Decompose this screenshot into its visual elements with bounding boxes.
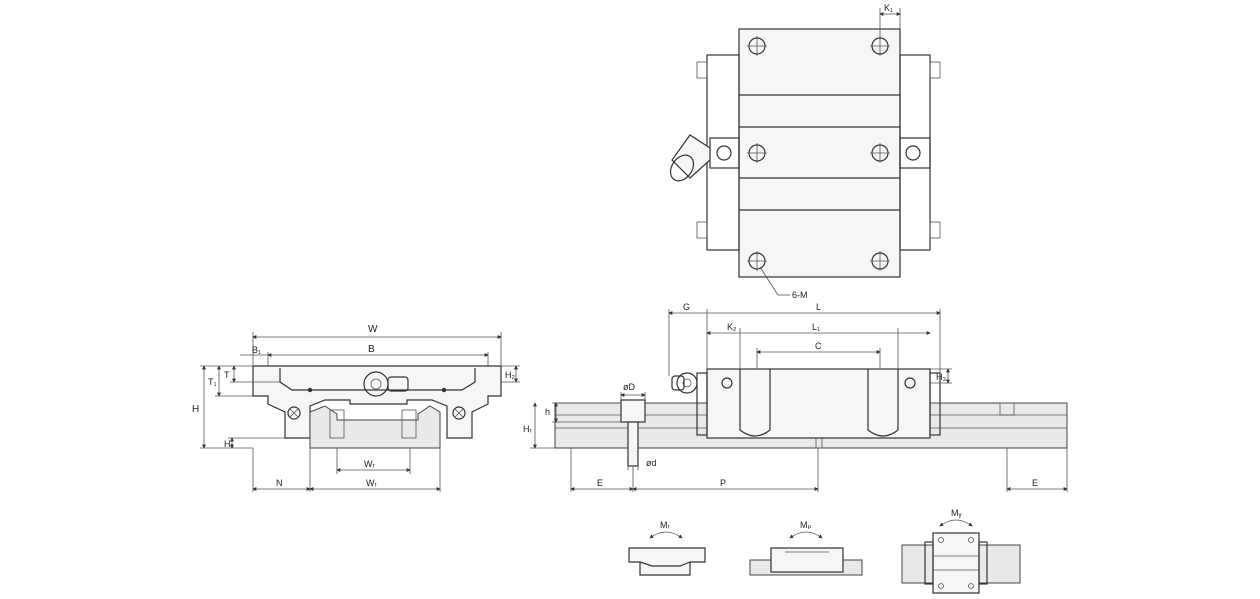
front-view: W B B₁ H T₁ T H₁ H₂ Wᵣ (192, 324, 520, 492)
label-w: W (368, 324, 378, 335)
label-d-small: ød (646, 458, 657, 468)
label-n: N (276, 478, 283, 488)
moment-my-icon: Mᵧ (901, 508, 1021, 594)
label-h-small: h (545, 407, 550, 417)
side-view: G L K₂ L₁ C H₃ øD h Hᵣ ød (523, 302, 1068, 492)
carriage-front-outline (252, 365, 502, 439)
carriage-top-recess (279, 368, 476, 391)
label-e-left: E (597, 478, 603, 488)
rail-front-section (309, 405, 441, 449)
side-end-screw-right (904, 377, 916, 389)
label-wr-inner: Wᵣ (364, 459, 375, 469)
side-screw-right (452, 406, 466, 420)
top-screw-seal-left (716, 145, 732, 161)
label-g: G (683, 302, 690, 312)
mounting-hole-1 (747, 36, 767, 56)
label-l: L (816, 302, 821, 312)
label-my: Mᵧ (951, 508, 961, 518)
label-l1: L₁ (812, 322, 820, 332)
label-e-right: E (1032, 478, 1038, 488)
label-hr: Hᵣ (523, 424, 532, 434)
label-d-big: øD (623, 382, 635, 392)
label-wr: Wᵣ (366, 478, 377, 488)
label-k1: K₁ (884, 3, 893, 13)
label-b1: B₁ (252, 345, 261, 355)
mounting-hole-6 (870, 251, 890, 271)
top-screw-seal-right (905, 145, 921, 161)
rail-bolt-side (620, 399, 646, 423)
moment-mp-icon: Mₚ (749, 520, 863, 576)
label-t1: T₁ (208, 377, 217, 387)
top-view: K₁ 6-M (669, 3, 941, 300)
grease-nipple-side (671, 372, 698, 394)
grease-fitting-top (669, 134, 711, 182)
side-screw-left (287, 406, 301, 420)
mounting-hole-3 (747, 143, 767, 163)
label-mr: Mᵣ (660, 520, 670, 530)
label-h2: H₂ (505, 370, 515, 380)
label-k2: K₂ (727, 322, 737, 332)
moment-mr-icon: Mᵣ (628, 520, 706, 576)
mounting-hole-4 (870, 143, 890, 163)
rail-bolt-right (401, 409, 417, 439)
label-6-m: 6-M (792, 290, 808, 300)
mounting-hole-5 (747, 251, 767, 271)
label-c: C (815, 341, 822, 351)
label-h: H (192, 404, 199, 415)
rail-bolt-left (329, 409, 345, 439)
label-h3: H₃ (936, 372, 946, 382)
side-end-screw-left (721, 377, 733, 389)
label-t: T (224, 370, 230, 380)
label-b: B (368, 344, 375, 355)
label-mp: Mₚ (800, 520, 811, 530)
label-h1: H₁ (224, 439, 234, 449)
carriage-side-outline (706, 368, 931, 439)
label-p: P (720, 478, 726, 488)
